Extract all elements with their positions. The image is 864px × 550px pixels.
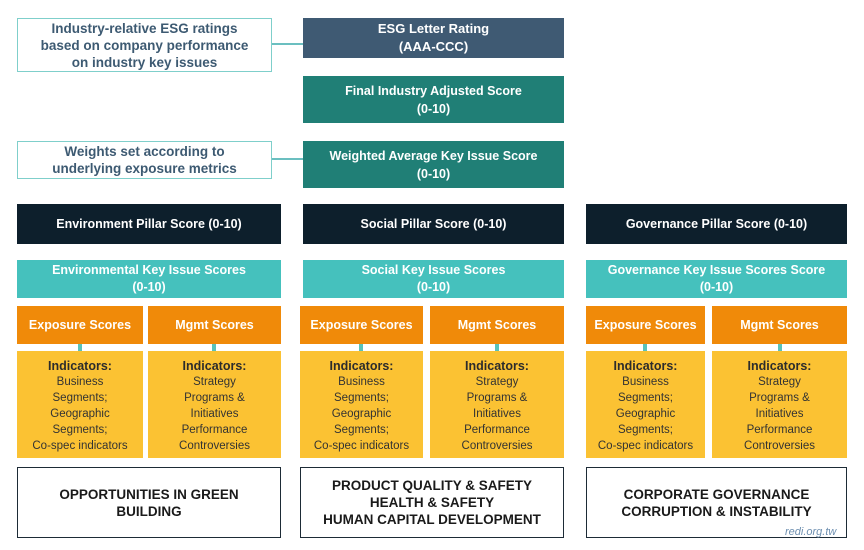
connector-line bbox=[78, 344, 82, 351]
exposure-indicators-box: Indicators: Business Segments; Geographi… bbox=[300, 351, 423, 458]
environment-key-issues: OPPORTUNITIES IN GREEN BUILDING bbox=[17, 467, 281, 538]
social-pillar-score: Social Pillar Score (0-10) bbox=[303, 204, 564, 244]
connector-line bbox=[778, 344, 782, 351]
exposure-indicators-box: Indicators: Business Segments; Geographi… bbox=[17, 351, 143, 458]
indicators-title: Indicators: bbox=[182, 359, 247, 373]
watermark: redi.org.tw bbox=[785, 526, 837, 538]
ratings-note: Industry-relative ESG ratings based on c… bbox=[17, 18, 272, 72]
mgmt-indicators-box: Indicators: Strategy Programs & Initiati… bbox=[430, 351, 564, 458]
final-industry-adjusted-score-box: Final Industry Adjusted Score (0-10) bbox=[303, 76, 564, 123]
kis-title: Governance Key Issue Scores Score bbox=[607, 263, 826, 277]
exposure-scores-box: Exposure Scores bbox=[586, 306, 705, 344]
governance-key-issue-scores: Governance Key Issue Scores Score (0-10) bbox=[586, 260, 847, 298]
indicators-title: Indicators: bbox=[48, 359, 112, 373]
indicators-title: Indicators: bbox=[465, 359, 529, 373]
weighted-average-key-issue-score-box: Weighted Average Key Issue Score (0-10) bbox=[303, 141, 564, 188]
indicators-list: Business Segments; Geographic Segments; … bbox=[597, 376, 694, 452]
kis-range: (0-10) bbox=[416, 280, 451, 294]
letter-rating-range: (AAA-CCC) bbox=[398, 39, 469, 54]
kis-title: Social Key Issue Scores bbox=[361, 263, 506, 277]
kis-range: (0-10) bbox=[699, 280, 734, 294]
mgmt-scores-box: Mgmt Scores bbox=[148, 306, 281, 344]
indicators-title: Indicators: bbox=[747, 359, 812, 373]
exposure-scores-box: Exposure Scores bbox=[300, 306, 423, 344]
exposure-indicators-box: Indicators: Business Segments; Geographi… bbox=[586, 351, 705, 458]
indicators-list: Strategy Programs & Initiatives Performa… bbox=[461, 376, 533, 452]
social-key-issues: PRODUCT QUALITY & SAFETY HEALTH & SAFETY… bbox=[300, 467, 564, 538]
environmental-key-issue-scores: Environmental Key Issue Scores (0-10) bbox=[17, 260, 281, 298]
connector-line bbox=[272, 158, 303, 160]
governance-pillar-score: Governance Pillar Score (0-10) bbox=[586, 204, 847, 244]
indicators-list: Business Segments; Geographic Segments; … bbox=[32, 376, 128, 452]
kis-title: Environmental Key Issue Scores bbox=[52, 263, 246, 277]
indicators-title: Indicators: bbox=[613, 359, 678, 373]
mgmt-scores-box: Mgmt Scores bbox=[712, 306, 847, 344]
final-score-range: (0-10) bbox=[416, 101, 451, 116]
connector-line bbox=[272, 43, 303, 45]
weighted-score-title: Weighted Average Key Issue Score bbox=[329, 148, 538, 163]
governance-key-issues: CORPORATE GOVERNANCE CORRUPTION & INSTAB… bbox=[586, 467, 847, 538]
environment-pillar-score: Environment Pillar Score (0-10) bbox=[17, 204, 281, 244]
letter-rating-title: ESG Letter Rating bbox=[377, 21, 490, 36]
weighted-score-range: (0-10) bbox=[416, 166, 451, 181]
mgmt-indicators-box: Indicators: Strategy Programs & Initiati… bbox=[712, 351, 847, 458]
mgmt-indicators-box: Indicators: Strategy Programs & Initiati… bbox=[148, 351, 281, 458]
connector-line bbox=[495, 344, 499, 351]
indicators-list: Strategy Programs & Initiatives Performa… bbox=[179, 376, 250, 452]
connector-line bbox=[212, 344, 216, 351]
exposure-scores-box: Exposure Scores bbox=[17, 306, 143, 344]
mgmt-scores-box: Mgmt Scores bbox=[430, 306, 564, 344]
kis-range: (0-10) bbox=[132, 280, 166, 294]
esg-letter-rating-box: ESG Letter Rating (AAA-CCC) bbox=[303, 18, 564, 58]
social-key-issue-scores: Social Key Issue Scores (0-10) bbox=[303, 260, 564, 298]
indicators-title: Indicators: bbox=[329, 359, 394, 373]
connector-line bbox=[643, 344, 647, 351]
weights-note: Weights set according to underlying expo… bbox=[17, 141, 272, 179]
indicators-list: Strategy Programs & Initiatives Performa… bbox=[744, 376, 815, 452]
connector-line bbox=[359, 344, 363, 351]
final-score-title: Final Industry Adjusted Score bbox=[345, 83, 522, 98]
indicators-list: Business Segments; Geographic Segments; … bbox=[313, 376, 410, 452]
